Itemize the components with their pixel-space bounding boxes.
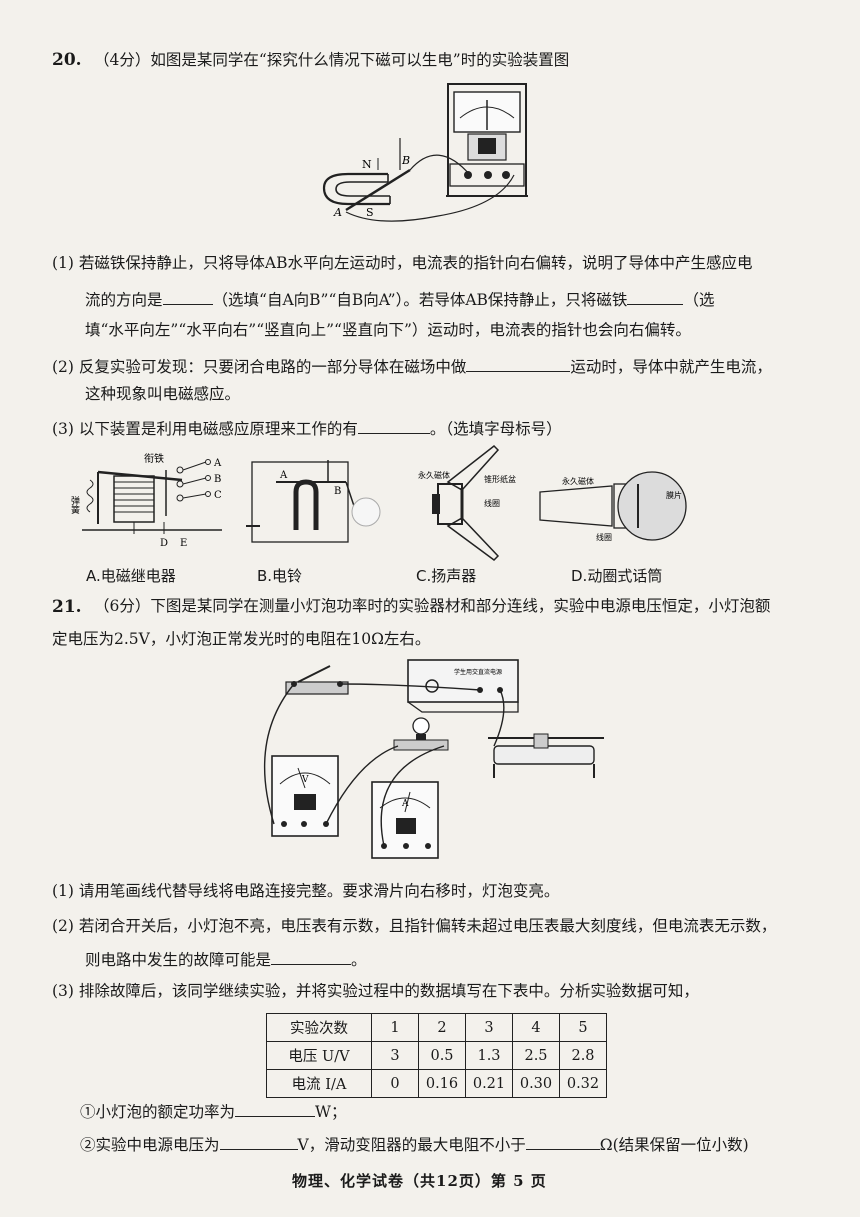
answer-blank[interactable] (235, 1102, 316, 1117)
text: （选填“自A向B”“自B向A”）。若导体AB保持静止，只将磁铁 (212, 291, 628, 309)
table-cell: 0.21 (465, 1069, 513, 1098)
text: ①小灯泡的额定功率为 (80, 1103, 236, 1121)
answer-blank[interactable] (162, 290, 213, 305)
label-d: D (160, 538, 168, 549)
page-footer: 物理、化学试卷（共12页）第 5 页 (292, 1172, 547, 1190)
label-a: A (213, 458, 222, 469)
answer-blank[interactable] (271, 950, 352, 965)
label-cone: 锥形纸盆 (484, 474, 516, 484)
table-row: 电压 U/V 3 0.5 1.3 2.5 2.8 (266, 1041, 607, 1070)
q20-p1-line1: (1) 若磁铁保持静止，只将导体AB水平向左运动时，电流表的指针向右偏转，说明了… (52, 254, 753, 272)
text: Ω(结果保留一位小数) (599, 1136, 749, 1154)
table-cell: 电流 I/A (266, 1069, 372, 1098)
answer-blank[interactable] (627, 290, 684, 305)
caption-speaker: C.扬声器 (416, 567, 477, 585)
caption-relay: A.电磁继电器 (86, 567, 176, 585)
text: 运动时，导体中就产生电流， (570, 358, 772, 376)
microphone-figure: 永久磁体 膜片 线圈 (539, 471, 687, 542)
table-cell: 0.16 (418, 1069, 466, 1098)
answer-blank[interactable] (357, 419, 430, 434)
bell-figure: A B (246, 460, 381, 543)
label-b: B (334, 486, 341, 497)
table-cell: 2.5 (512, 1041, 560, 1070)
table-cell: 0.32 (559, 1069, 607, 1098)
label-s: S (366, 206, 374, 219)
q21-sub2: ②实验中电源电压为 V，滑动变阻器的最大电阻不小于 Ω(结果保留一位小数) (80, 1135, 749, 1154)
q20-number: 20. (52, 50, 82, 70)
caption-microphone: D.动圈式话筒 (571, 567, 663, 585)
label-n: N (362, 158, 372, 171)
text: W； (315, 1103, 347, 1121)
table-row: 实验次数 1 2 3 4 5 (266, 1013, 607, 1042)
text: 流的方向是 (85, 291, 163, 309)
table-cell: 实验次数 (266, 1013, 372, 1042)
table-cell: 4 (512, 1013, 560, 1042)
speaker-figure: 锥形纸盆 永久磁体 线圈 (418, 445, 516, 561)
table-cell: 3 (465, 1013, 513, 1042)
q21-p3: (3) 排除故障后，该同学继续实验，并将实验过程中的数据填写在下表中。分析实验数… (52, 982, 699, 1000)
data-table: 实验次数 1 2 3 4 5 电压 U/V 3 0.5 1.3 2.5 2.8 … (266, 1013, 607, 1098)
table-cell: 电压 U/V (266, 1041, 372, 1070)
label-ammeter: A (401, 799, 409, 809)
q21-circuit-figure: 学生用交直流电源 V A (263, 659, 604, 859)
caption-bell: B.电铃 (257, 567, 303, 585)
label-supply: 学生用交直流电源 (454, 668, 502, 676)
text: 。 (351, 951, 367, 969)
q20-p2-line1: (2) 反复实验可发现：只要闭合电路的一部分导体在磁场中做 运动时，导体中就产生电… (52, 357, 772, 376)
q21-stem-line2: 定电压为2.5V，小灯泡正常发光时的电阻在10Ω左右。 (52, 630, 431, 648)
table-cell: 2.8 (559, 1041, 607, 1070)
table-cell: 0.5 (418, 1041, 466, 1070)
q21-p2-line1: (2) 若闭合开关后，小灯泡不亮，电压表有示数，且指针偏转未超过电压表最大刻度线… (52, 917, 777, 935)
label-magnet: 永久磁体 (418, 470, 450, 480)
table-cell: 2 (418, 1013, 466, 1042)
label-voltmeter: V (301, 775, 309, 785)
label-b: B (214, 474, 221, 485)
label-armature: 衔铁 (144, 452, 164, 465)
answer-blank[interactable] (219, 1135, 298, 1150)
q21-p2-line2: 则电路中发生的故障可能是 。 (85, 950, 367, 969)
text: (2) 反复实验可发现：只要闭合电路的一部分导体在磁场中做 (52, 358, 467, 376)
label-e: E (180, 538, 187, 549)
text: V，滑动变阻器的最大电阻不小于 (297, 1136, 526, 1154)
label-a: A (279, 470, 288, 481)
q20-p1-line2: 流的方向是 （选填“自A向B”“自B向A”）。若导体AB保持静止，只将磁铁 （选 (85, 290, 714, 309)
q21-sub1: ①小灯泡的额定功率为 W； (80, 1102, 346, 1121)
text: ②实验中电源电压为 (80, 1136, 220, 1154)
label-c: C (214, 490, 222, 501)
label-diaphragm: 膜片 (666, 490, 682, 500)
text: （选 (683, 291, 715, 309)
label-b: B (401, 154, 410, 167)
q20-apparatus-figure: N B A S (322, 83, 528, 222)
label-coil: 线圈 (596, 532, 612, 542)
q20-stem: （4分）如图是某同学在“探究什么情况下磁可以生电”时的实验装置图 (94, 51, 570, 69)
q20-p3: (3) 以下装置是利用电磁感应原理来工作的有 。（选填字母标号） (52, 419, 562, 438)
text: 则电路中发生的故障可能是 (85, 951, 272, 969)
label-a: A (333, 206, 342, 219)
table-cell: 3 (371, 1041, 419, 1070)
answer-blank[interactable] (525, 1135, 600, 1150)
label-spring: 弹簧 (69, 495, 80, 515)
q21-p1: (1) 请用笔画线代替导线将电路连接完整。要求滑片向右移时，灯泡变亮。 (52, 882, 560, 900)
q21-number: 21. (52, 597, 82, 617)
answer-blank[interactable] (466, 357, 571, 372)
table-cell: 5 (559, 1013, 607, 1042)
table-cell: 1 (371, 1013, 419, 1042)
q21-stem-line1: （6分）下图是某同学在测量小灯泡功率时的实验器材和部分连线，实验中电源电压恒定，… (94, 597, 771, 615)
label-coil: 线圈 (484, 498, 500, 508)
table-cell: 0 (371, 1069, 419, 1098)
label-magnet: 永久磁体 (562, 476, 594, 486)
table-row: 电流 I/A 0 0.16 0.21 0.30 0.32 (266, 1069, 607, 1098)
q20-p1-line3: 填“水平向左”“水平向右”“竖直向上”“竖直向下”）运动时，电流表的指针也会向右… (85, 321, 691, 339)
q20-p2-line2: 这种现象叫电磁感应。 (85, 385, 241, 403)
table-cell: 0.30 (512, 1069, 560, 1098)
relay-figure: 衔铁 弹簧 A B C D E (69, 452, 222, 549)
table-cell: 1.3 (465, 1041, 513, 1070)
text: 。（选填字母标号） (429, 420, 562, 438)
text: (3) 以下装置是利用电磁感应原理来工作的有 (52, 420, 358, 438)
